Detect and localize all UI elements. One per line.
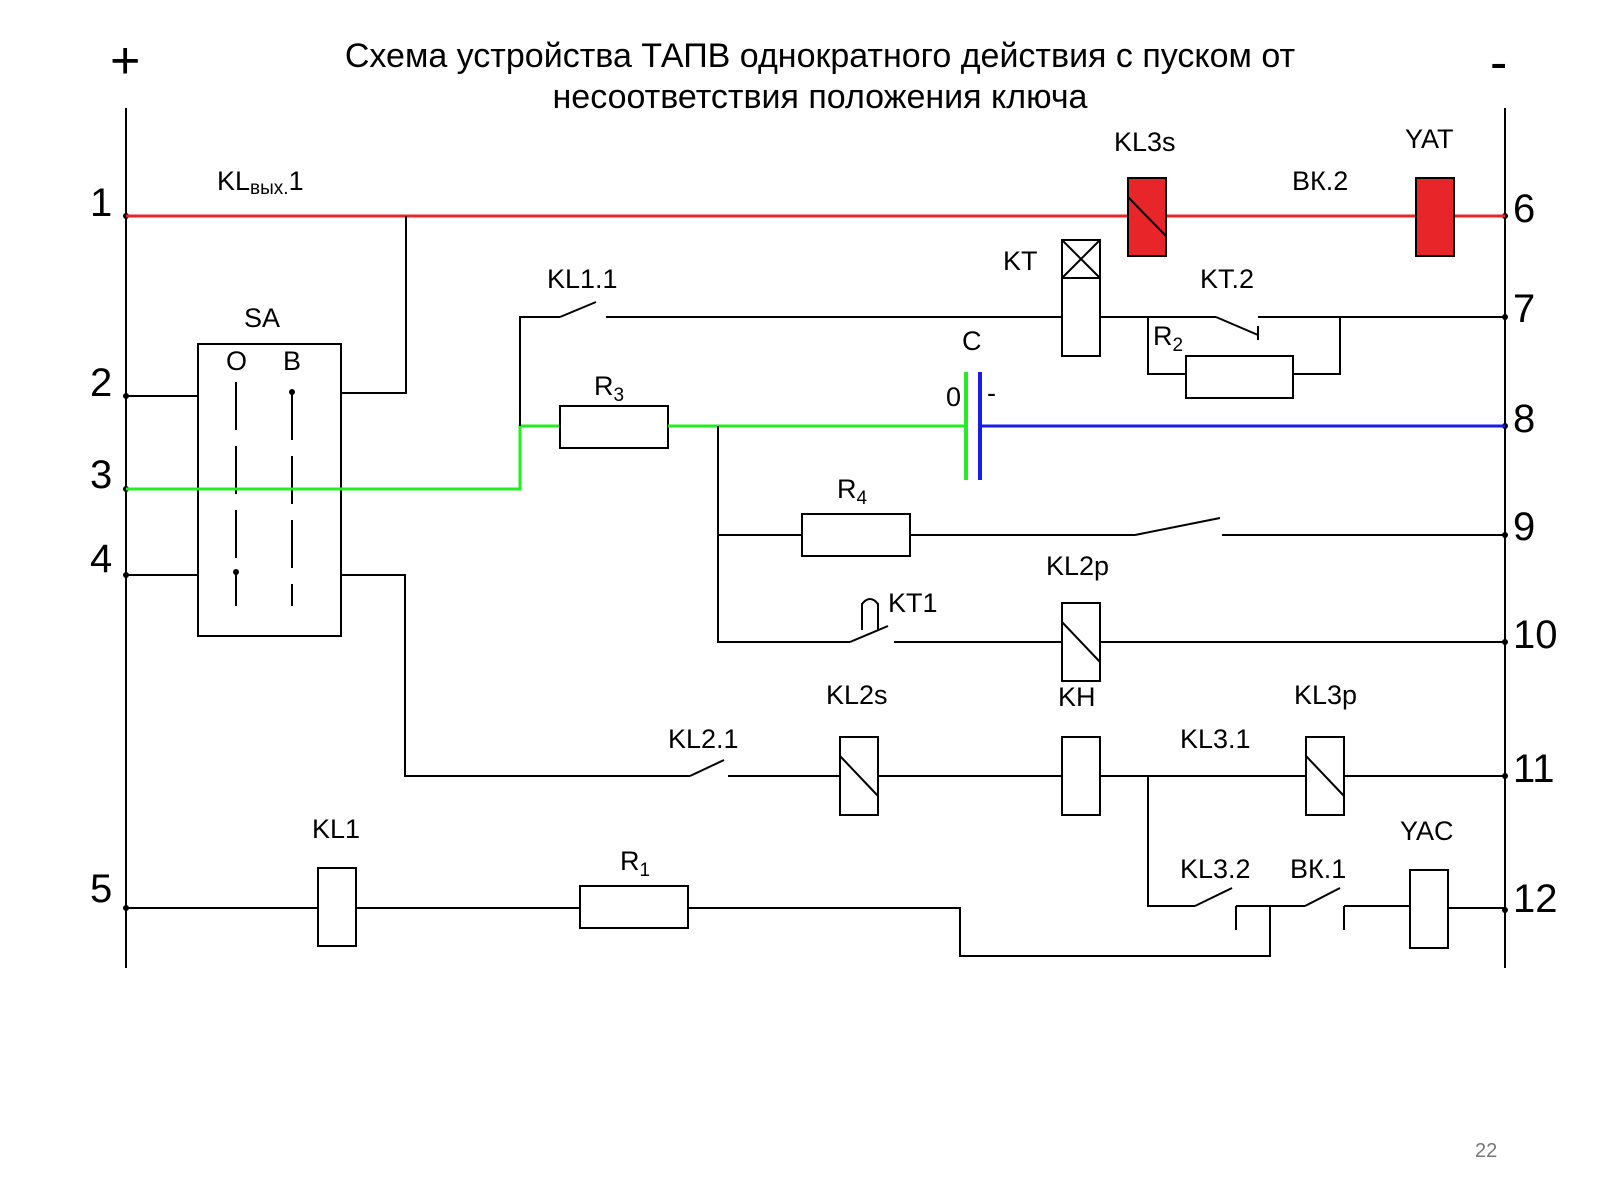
terminal-2: 2 <box>90 361 112 405</box>
coil-yat <box>1415 177 1455 257</box>
relay-kh <box>1061 736 1101 816</box>
circuit-line-3-green <box>126 424 560 491</box>
slide-page-number: 22 <box>1475 1140 1498 1162</box>
label-c: C <box>962 326 982 356</box>
terminal-11: 11 <box>1513 747 1555 791</box>
resistor-r2 <box>1185 355 1294 399</box>
label-kl3s: KL3s <box>1114 127 1176 157</box>
terminal-4: 4 <box>90 537 112 581</box>
label-kl2s: KL2s <box>826 680 888 710</box>
coil-yac <box>1409 869 1449 949</box>
label-r4: R4 <box>837 474 868 509</box>
terminal-1: 1 <box>90 181 112 225</box>
coil-kl1 <box>317 867 357 947</box>
terminal-8: 8 <box>1513 397 1535 441</box>
plus-sign: + <box>110 32 140 90</box>
label-sa: SA <box>244 303 280 333</box>
title-line-1: Схема устройства ТАПВ однократного дейст… <box>344 37 1296 75</box>
label-kt: KT <box>1003 246 1038 276</box>
terminal-9: 9 <box>1513 505 1535 549</box>
label-kl3-2: KL3.2 <box>1180 854 1251 884</box>
terminal-12: 12 <box>1513 877 1558 921</box>
label-kh: KH <box>1058 682 1096 712</box>
label-kl3-1: KL3.1 <box>1180 724 1251 754</box>
label-kl1-1: KL1.1 <box>547 264 618 294</box>
minus-sign: - <box>1490 34 1507 92</box>
wire-row1-to-sa <box>341 216 407 394</box>
contact-kt-2 <box>1215 316 1259 336</box>
label-kl-out-1: KLвых.1 <box>217 166 304 199</box>
contact-row-9 <box>1134 517 1221 536</box>
resistor-r4 <box>801 513 911 557</box>
contact-kl3-2 <box>1194 887 1233 907</box>
terminal-3: 3 <box>90 453 112 497</box>
terminal-7: 7 <box>1513 287 1535 331</box>
resistor-r1 <box>579 885 689 929</box>
label-kt-2: KT.2 <box>1200 264 1254 294</box>
label-vk1: ВК.1 <box>1290 854 1346 884</box>
label-kl2p: KL2p <box>1046 551 1109 581</box>
label-r1: R1 <box>620 846 650 881</box>
label-kt1: KT1 <box>888 588 938 618</box>
label-sa-b: В <box>283 346 301 376</box>
terminal-5: 5 <box>90 867 112 911</box>
label-c-zero: 0 <box>946 382 961 412</box>
coil-kt-timer <box>1061 239 1101 279</box>
resistor-r3 <box>559 405 669 449</box>
contact-kl2-1 <box>689 759 725 777</box>
label-kl3p: KL3p <box>1294 680 1357 710</box>
terminal-6: 6 <box>1513 187 1535 231</box>
label-r2: R2 <box>1153 321 1183 356</box>
diagram-title: Схема устройства ТАПВ однократного дейст… <box>220 36 1420 118</box>
contact-kl1-1 <box>559 301 597 318</box>
terminal-10: 10 <box>1513 613 1558 657</box>
coil-kt <box>1061 277 1101 357</box>
label-vk2: ВК.2 <box>1292 166 1348 196</box>
label-yac: YAC <box>1400 816 1454 846</box>
label-yat: YAT <box>1405 124 1454 154</box>
label-kl1: KL1 <box>312 814 360 844</box>
label-kl2-1: KL2.1 <box>668 724 739 754</box>
title-line-2: несоответствия положения ключа <box>552 77 1088 116</box>
label-sa-o: О <box>226 346 247 376</box>
contact-vk1 <box>1304 887 1341 907</box>
label-c-minus: - <box>987 378 996 408</box>
label-r3: R3 <box>594 371 624 406</box>
contact-kt1 <box>849 625 889 643</box>
